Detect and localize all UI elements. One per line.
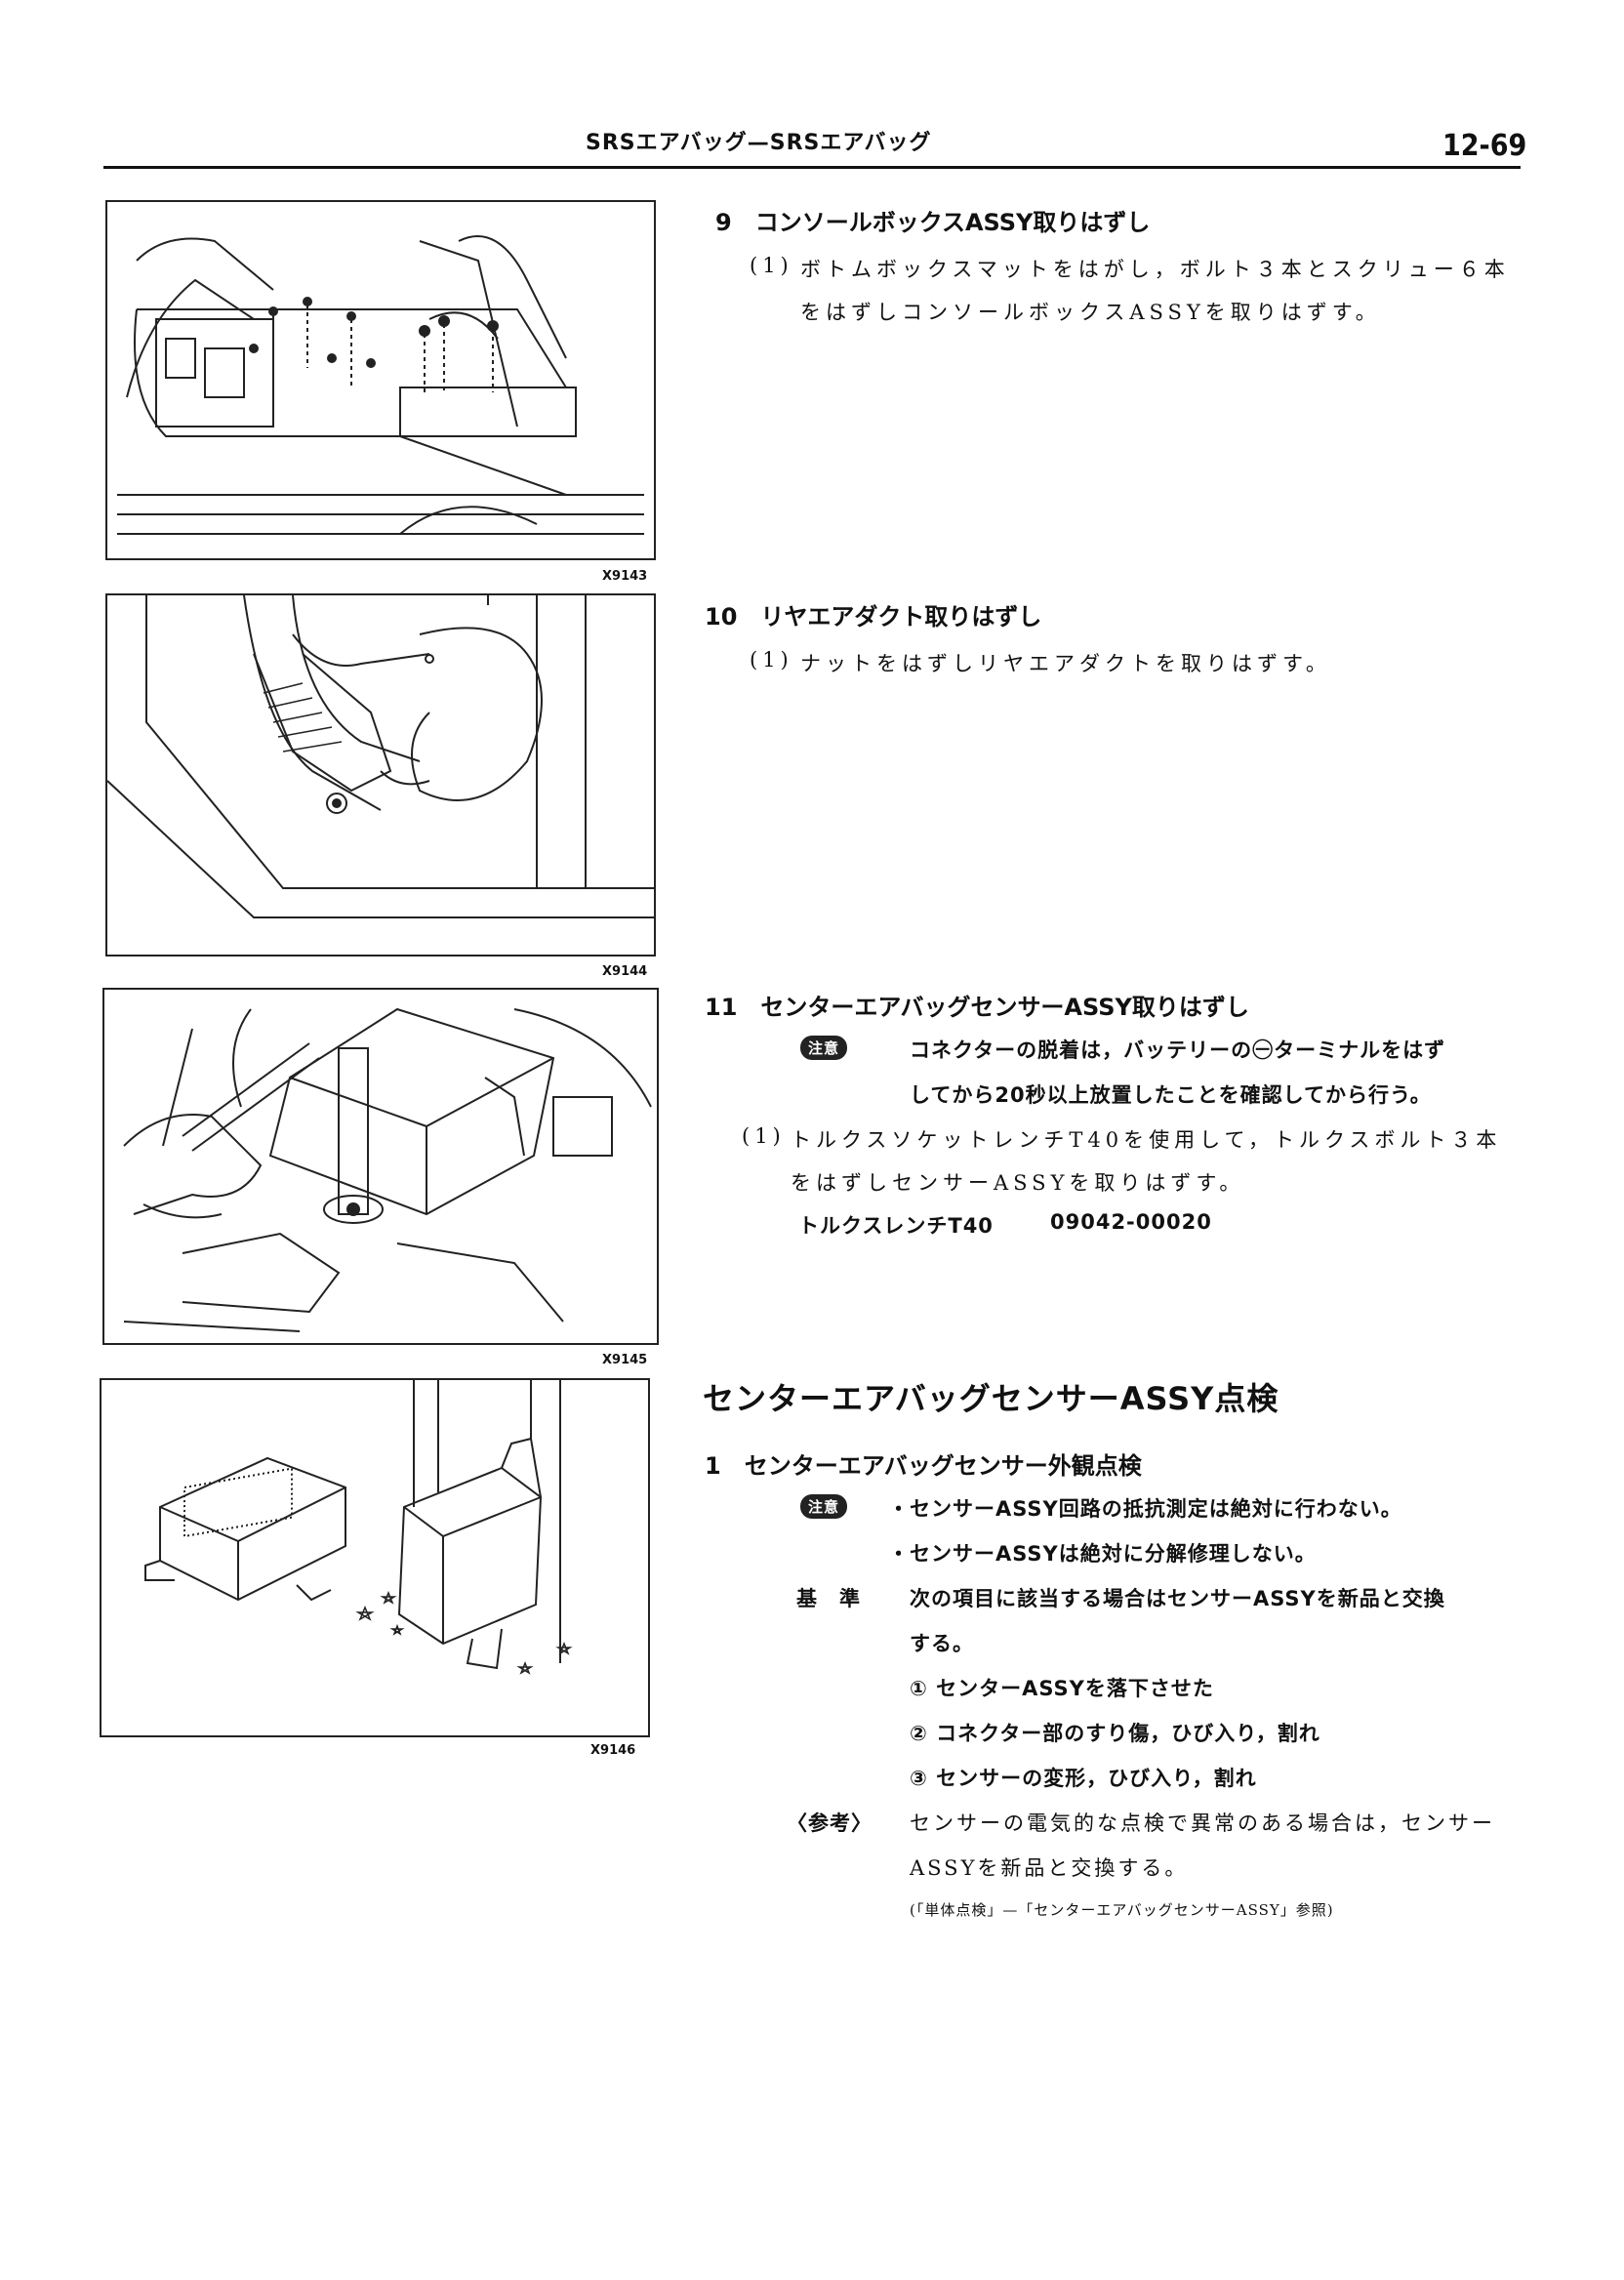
step-9-text-line1: ボトムボックスマットをはがし，ボルト３本とスクリュー６本: [800, 258, 1510, 281]
inspection-step-1-title: 1 センターエアバッグセンサー外観点検: [705, 1452, 1142, 1480]
criteria-item-1: ① センターASSYを落下させた: [910, 1677, 1214, 1700]
step-10-text-line1: ナットをはずしリヤエアダクトを取りはずす。: [800, 652, 1331, 675]
page-number: 12-69: [1442, 129, 1527, 163]
step-11-sub-number: (1): [742, 1124, 786, 1148]
figure-id: X9143: [602, 569, 648, 584]
criteria-label: 基 準: [796, 1587, 861, 1610]
criteria-item-2: ② コネクター部のすり傷，ひび入り，割れ: [910, 1722, 1320, 1745]
criteria-line1: 次の項目に該当する場合はセンサーASSYを新品と交換: [910, 1587, 1445, 1610]
figure-id: X9146: [590, 1743, 636, 1758]
caution-badge: 注意: [800, 1036, 848, 1060]
step-10-sub-number: (1): [750, 648, 793, 672]
criteria-line2: する。: [910, 1632, 974, 1655]
figure-console-box: [105, 200, 656, 560]
step-11-caution-line2: してから20秒以上放置したことを確認してから行う。: [910, 1083, 1432, 1107]
step-9-sub-number: (1): [750, 254, 793, 277]
header-rule: [103, 166, 1521, 169]
step-9-text-line2: をはずしコンソールボックスASSYを取りはずす。: [800, 301, 1381, 324]
caution-badge: 注意: [800, 1494, 848, 1519]
figure-id: X9144: [602, 964, 648, 979]
tool-name: トルクスレンチT40: [798, 1214, 994, 1238]
console-box-illustration: [117, 235, 644, 535]
reference-note: (「単体点検」—「センターエアバッグセンサーASSY」参照): [910, 1901, 1334, 1919]
figure-sensor-drop: [100, 1378, 650, 1737]
step-11-text-line1: トルクスソケットレンチT40を使用して，トルクスボルト３本: [791, 1128, 1502, 1152]
rear-duct-illustration: [107, 595, 654, 918]
sensor-drop-illustration: [144, 1380, 573, 1675]
page-header-title: SRSエアバッグ—SRSエアバッグ: [586, 131, 932, 155]
section-heading: センターエアバッグセンサーASSY点検: [703, 1380, 1279, 1417]
reference-line2: ASSYを新品と交換する。: [910, 1856, 1189, 1880]
step-10-title: 10 リヤエアダクト取りはずし: [705, 603, 1042, 631]
sensor-removal-illustration: [123, 1007, 652, 1332]
inspection-caution-line2: ・センサーASSYは絶対に分解修理しない。: [888, 1542, 1317, 1566]
step-9-title: 9 コンソールボックスASSY取りはずし: [715, 209, 1151, 236]
criteria-item-3: ③ センサーの変形，ひび入り，割れ: [910, 1767, 1257, 1790]
figure-sensor-removal: [102, 988, 659, 1345]
reference-label: 〈参考〉: [787, 1812, 873, 1835]
inspection-caution-line1: ・センサーASSY回路の抵抗測定は絶対に行わない。: [888, 1497, 1402, 1521]
tool-number: 09042-00020: [1050, 1210, 1212, 1234]
step-11-title: 11 センターエアバッグセンサーASSY取りはずし: [705, 994, 1249, 1021]
step-11-caution-line1: コネクターの脱着は，バッテリーの㊀ターミナルをはず: [910, 1038, 1446, 1062]
reference-line1: センサーの電気的な点検で異常のある場合は，センサー: [910, 1812, 1495, 1835]
figure-rear-duct: [105, 593, 656, 957]
step-11-text-line2: をはずしセンサーASSYを取りはずす。: [791, 1171, 1245, 1195]
figure-id: X9145: [602, 1353, 648, 1367]
